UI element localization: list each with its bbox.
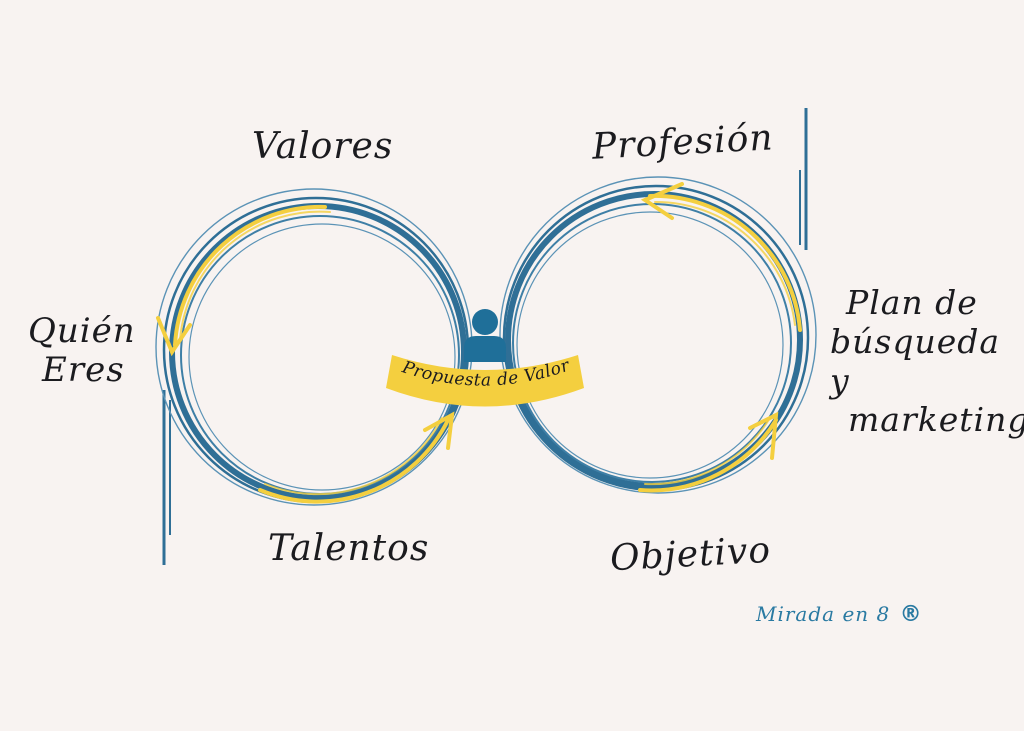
label-plan-busqueda-marketing: Plan de búsqueda y marketing <box>830 283 1024 440</box>
label-valores: Valores <box>252 126 394 167</box>
brand-name: Mirada en 8 <box>756 602 891 626</box>
arrow-left-right-loop-icon <box>640 182 684 220</box>
left-loop <box>155 188 473 506</box>
label-quien-eres: Quién Eres <box>28 311 136 391</box>
label-profesion: Profesión <box>591 117 775 168</box>
center-value-badge <box>386 309 584 407</box>
left-yellow-arcs <box>173 204 450 504</box>
arrow-up-center-left-icon <box>423 411 455 450</box>
brand-mark: Mirada en 8 ® <box>756 602 923 627</box>
arrow-up-right-loop-icon <box>748 411 779 460</box>
label-talentos: Talentos <box>268 528 430 569</box>
left-vertical-bars <box>162 390 171 565</box>
registered-icon: ® <box>899 602 923 627</box>
label-objetivo: Objetivo <box>609 529 772 580</box>
right-vertical-bars <box>799 108 808 250</box>
right-loop <box>499 176 817 494</box>
label-plan-line1: Plan de <box>846 283 978 322</box>
person-icon <box>464 309 506 362</box>
label-plan-line3: marketing <box>848 399 1024 439</box>
right-yellow-arcs <box>638 193 802 493</box>
label-plan-line2: búsqueda y <box>830 321 1001 400</box>
label-quien: Quién <box>28 311 136 351</box>
label-eres: Eres <box>42 350 125 391</box>
arrow-down-left-icon <box>156 316 192 357</box>
